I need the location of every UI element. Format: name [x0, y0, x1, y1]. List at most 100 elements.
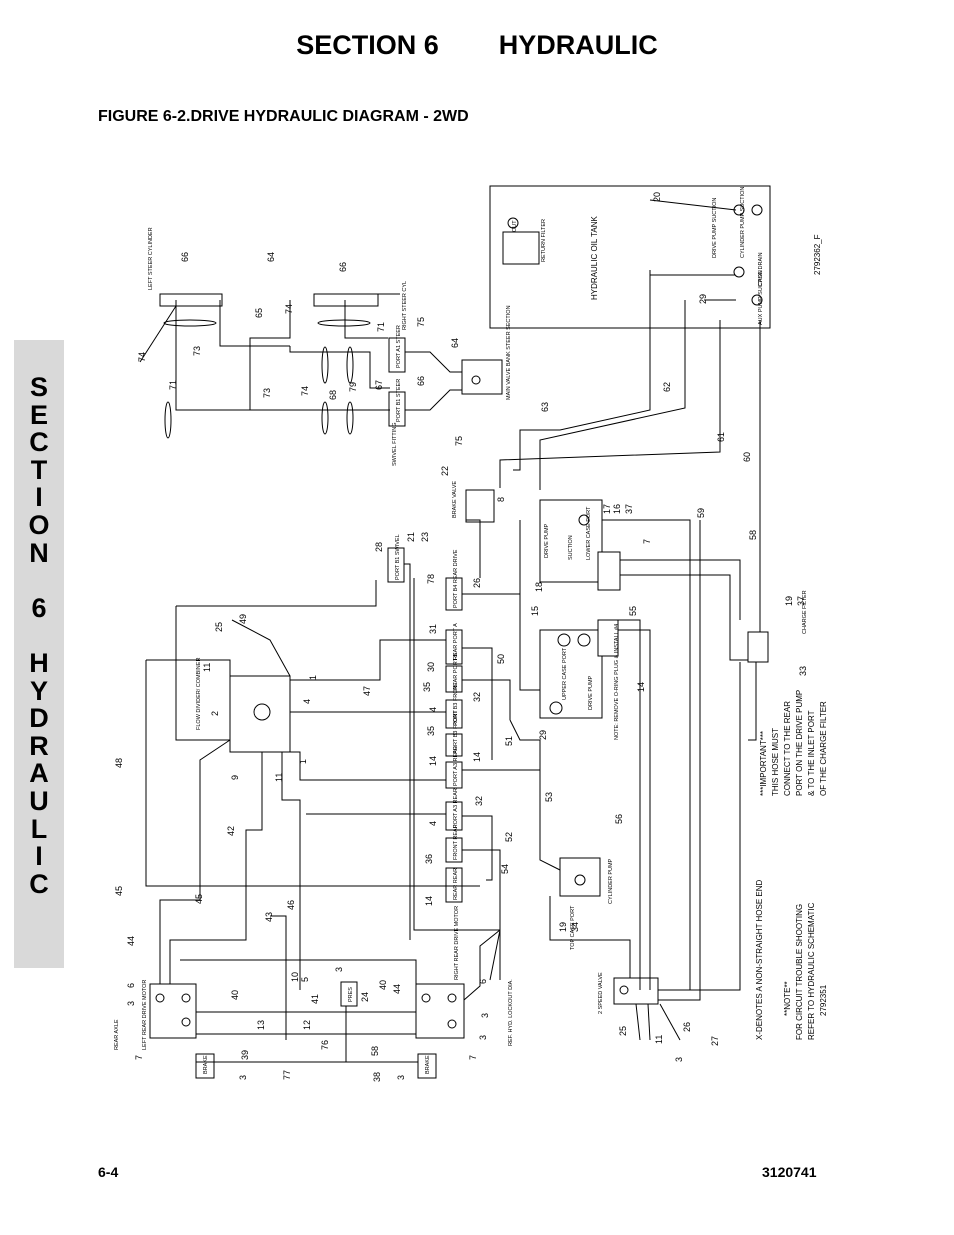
callout: 75	[416, 317, 426, 327]
side-tab-letter: Y	[29, 675, 48, 706]
lower-case-port	[578, 514, 590, 526]
left-brake	[195, 1053, 215, 1079]
right-steer-tie	[317, 319, 371, 327]
note-line-1: FOR CIRCUIT TROUBLE SHOOTING	[795, 904, 804, 1040]
brake-valve	[465, 489, 495, 523]
callout: 16	[612, 504, 622, 514]
callout: 32	[474, 796, 484, 806]
lower-case-port-label: LOWER CASE PORT	[586, 506, 592, 560]
port-line-1: PORT B1 SWIVEL	[395, 534, 401, 580]
side-tab-letter: D	[29, 703, 49, 734]
port-line-6: PORT B3 FRONT	[453, 710, 459, 754]
port-block-3	[445, 665, 463, 693]
callout: 7	[642, 539, 652, 544]
callout: 41	[310, 994, 320, 1004]
callout: 3	[480, 1013, 490, 1018]
drive-pump-label: DRIVE PUMP	[544, 523, 550, 558]
callout: 73	[192, 346, 202, 356]
steer-hose-sleeve-3	[346, 346, 354, 384]
callout: 48	[114, 758, 124, 768]
callout: 23	[420, 532, 430, 542]
callout: 45	[114, 886, 124, 896]
callout: 26	[472, 578, 482, 588]
motor-labels: REAR AXLE LEFT REAR DRIVE MOTOR RIGHT RE…	[114, 906, 514, 1050]
callout: 14	[472, 752, 482, 762]
callout: 26	[682, 1022, 692, 1032]
cylinder-pump	[559, 857, 601, 897]
callout: 19	[558, 922, 568, 932]
port-block-6	[445, 761, 463, 789]
side-tab-letter: R	[29, 730, 49, 761]
callout: 63	[540, 402, 550, 412]
callout: 58	[748, 530, 758, 540]
callout: 24	[360, 992, 370, 1002]
main-valve-bank	[461, 359, 503, 395]
callout: 50	[496, 654, 506, 664]
pres-label: PRES	[348, 987, 354, 1002]
important-line-1: ***IMPORTANT***	[759, 731, 768, 796]
tank-out-port	[507, 217, 519, 229]
side-tab-letter: N	[29, 537, 49, 568]
drawing-number: 2792362_F	[813, 234, 822, 275]
port-line-2: PORT B4 REAR DRIVE	[453, 549, 459, 608]
page-number: 6-4	[98, 1164, 119, 1180]
right-brake	[417, 1053, 437, 1079]
callout-numbers: 66 64 66 74 65 71 73 71 74 75 64 73 68 7…	[114, 192, 808, 1082]
return-filter-label: RETURN FILTER	[541, 219, 547, 262]
callout: 76	[320, 1040, 330, 1050]
callout: 56	[614, 814, 624, 824]
callout: 43	[264, 912, 274, 922]
port-line-5: PORT B3 FRONT	[453, 682, 459, 726]
callout: 79	[348, 382, 358, 392]
left-motor-port-s	[155, 993, 165, 1003]
suction-label: SUCTION	[568, 535, 574, 560]
callout: 40	[230, 990, 240, 1000]
callout: 9	[230, 775, 240, 780]
callout: 12	[302, 1020, 312, 1030]
pressure-bulkhead	[340, 981, 358, 1007]
diagram-legend: X-DENOTES A NON-STRAIGHT HOSE END **NOTE…	[755, 879, 828, 1040]
callout: 33	[798, 666, 808, 676]
right-steer-cylinder	[313, 293, 379, 307]
callout: 61	[716, 432, 726, 442]
callout: 35	[426, 726, 436, 736]
charge-filter-label: CHARGE FILTER	[802, 590, 808, 634]
callout: 34	[570, 922, 580, 932]
cylinder-pump-suction-port	[751, 204, 763, 216]
note-line-2: REFER TO HYDRAULIC SCHEMATIC	[807, 902, 816, 1040]
callout: 22	[440, 466, 450, 476]
aux-pump-suction-label: AUX PUMP SUCTION	[758, 270, 764, 325]
figure-title: FIGURE 6-2.DRIVE HYDRAULIC DIAGRAM - 2WD	[98, 108, 469, 125]
callout: 59	[696, 508, 706, 518]
side-tab-letter: I	[35, 482, 43, 513]
important-line-6: OF THE CHARGE FILTER	[819, 701, 828, 796]
callout: 32	[472, 692, 482, 702]
steer-hose-sleeve-2	[321, 346, 329, 384]
section-name: HYDRAULIC	[498, 30, 658, 60]
side-tab-letter: A	[29, 758, 49, 789]
callout: 74	[284, 304, 294, 314]
callout: 58	[370, 1046, 380, 1056]
drive-pump-rear	[539, 629, 603, 719]
right-steer-cyl-label: RIGHT STEER CYL	[402, 281, 408, 330]
callout: 29	[698, 294, 708, 304]
steer-hose-sleeve-5	[346, 401, 354, 435]
callout: 3	[238, 1075, 248, 1080]
two-speed-valve-port	[619, 985, 629, 995]
flow-divider	[229, 675, 291, 753]
callout: 62	[662, 382, 672, 392]
callout: 64	[266, 252, 276, 262]
callout: 78	[426, 574, 436, 584]
port-block-swivel	[387, 547, 405, 583]
callout: 14	[424, 896, 434, 906]
port-blocks	[387, 547, 463, 903]
cylinder-pump-suction-label: CYLINDER PUMP SUCTION	[740, 187, 746, 258]
port-line-7: PORT A3 REAR	[453, 746, 459, 786]
rear-drive-pump-label: DRIVE PUMP	[588, 675, 594, 710]
right-motor-port-c	[447, 1019, 457, 1029]
callout: 14	[636, 682, 646, 692]
callout: 28	[374, 542, 384, 552]
callout: 20	[652, 192, 662, 202]
left-motor-port-c	[181, 1017, 191, 1027]
flow-divider-label: FLOW DIVIDER/ COMBINER	[196, 658, 202, 730]
